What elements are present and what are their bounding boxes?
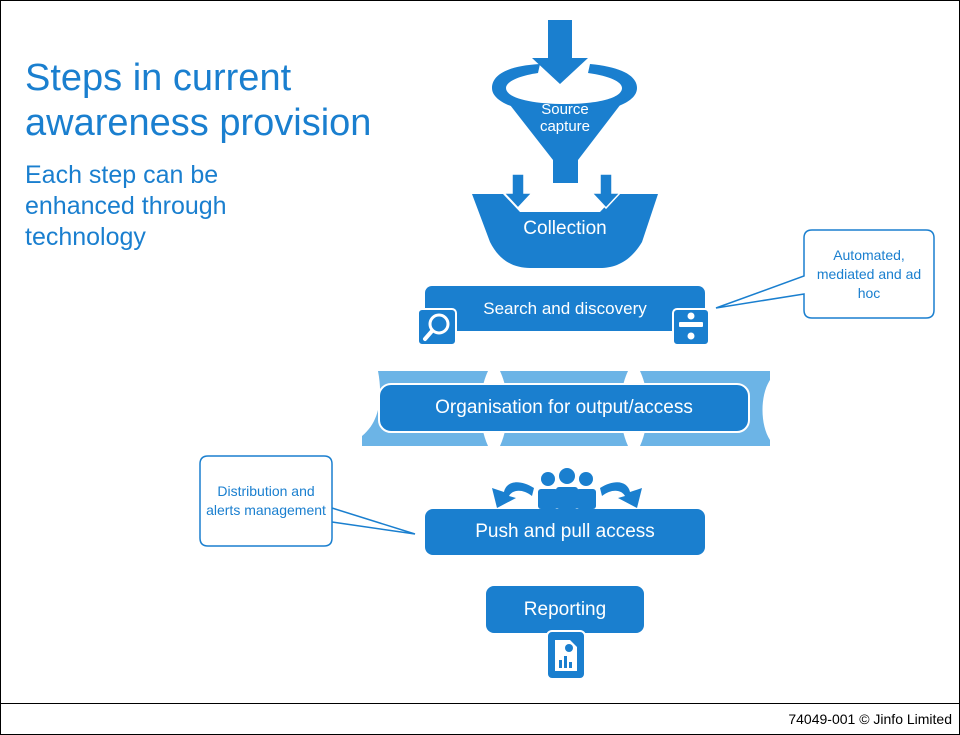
down-arrow-icon <box>532 20 588 84</box>
reporting-bar <box>486 586 644 633</box>
push-pull-label: Push and pull access <box>475 521 655 542</box>
down-arrow-icon <box>502 173 534 210</box>
funnel-icon <box>503 96 627 183</box>
organizer-icon <box>672 308 710 346</box>
source-capture-label: Source capture <box>539 101 591 135</box>
callout-distribution <box>199 455 416 547</box>
down-arrow-icon <box>590 173 622 210</box>
push-pull-bar <box>425 509 705 555</box>
curved-arrow-icon <box>492 482 534 508</box>
callout-automated <box>715 229 935 319</box>
organisation-label: Organisation for output/access <box>435 397 693 418</box>
callout-automated-label: Automated, mediated and ad hoc <box>816 246 922 301</box>
footer-divider <box>0 703 960 704</box>
copyright-footer: 74049-001 © Jinfo Limited <box>788 711 952 727</box>
search-discovery-label: Search and discovery <box>483 299 647 318</box>
collection-label: Collection <box>523 218 607 239</box>
slide-title: Steps in current awareness provision <box>25 57 372 144</box>
callout-distribution-label: Distribution and alerts management <box>206 483 326 518</box>
curved-arrow-icon <box>600 482 642 508</box>
collection-shape <box>472 194 658 268</box>
reporting-label: Reporting <box>523 599 607 620</box>
report-icon <box>546 630 586 680</box>
organisation-bar <box>378 383 750 433</box>
people-icon <box>538 468 596 509</box>
search-bar <box>425 286 705 331</box>
slide-subtitle: Each step can be enhanced through techno… <box>25 161 227 251</box>
funnel-ring <box>492 64 637 114</box>
magnifier-icon <box>417 308 457 346</box>
